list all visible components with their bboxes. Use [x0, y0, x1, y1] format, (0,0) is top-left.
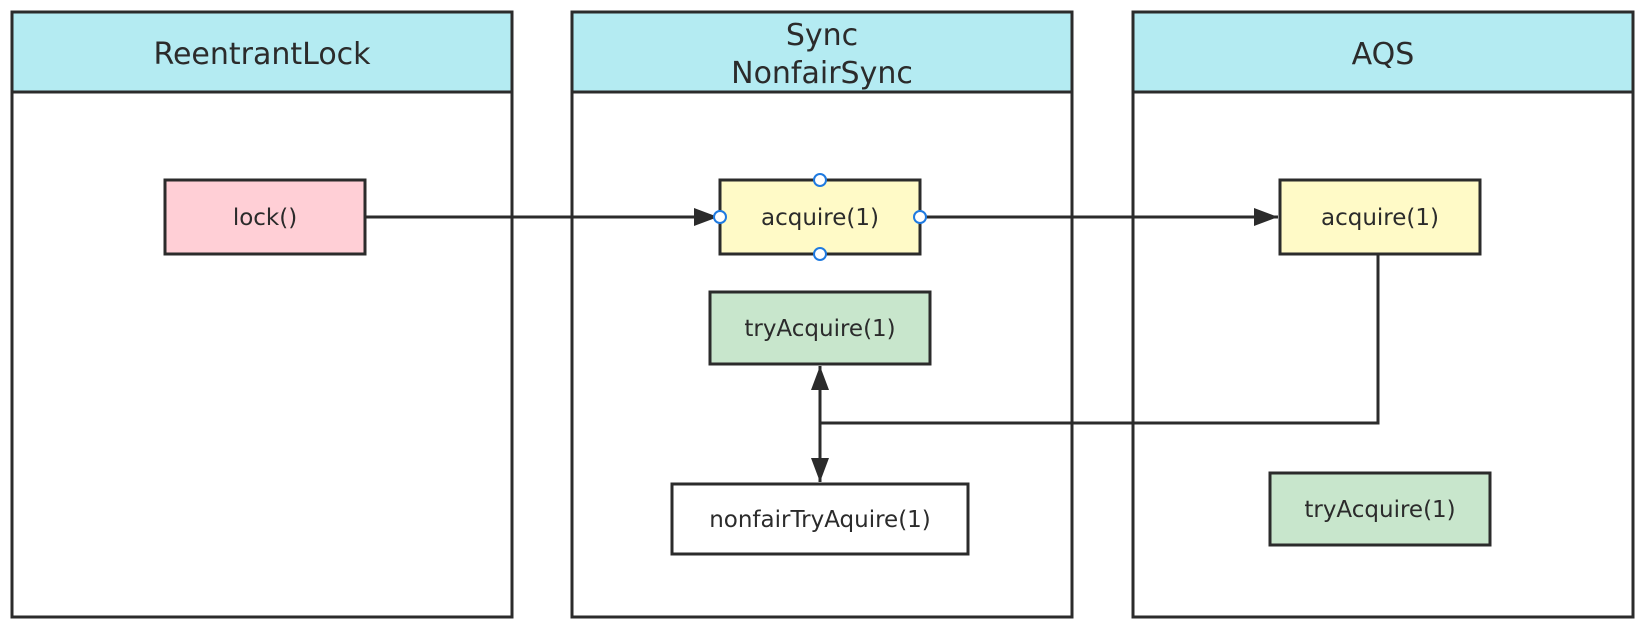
lane-sync-title-line2: NonfairSync — [731, 56, 913, 91]
lane-reentrantlock-title: ReentrantLock — [153, 37, 371, 72]
node-lock-label: lock() — [233, 205, 297, 231]
node-sync-try-acquire-label: tryAcquire(1) — [744, 316, 895, 342]
lane-aqs-header — [1131, 10, 1635, 94]
node-aqs-try-acquire-box[interactable] — [1268, 471, 1492, 547]
lane-reentrantlock-body — [10, 10, 514, 619]
node-aqs-try-acquire[interactable]: tryAcquire(1) — [1268, 471, 1492, 547]
edge-aqs-acquire-return — [820, 255, 1380, 425]
node-aqs-acquire[interactable]: acquire(1) — [1278, 178, 1482, 256]
node-aqs-acquire-box[interactable] — [1278, 178, 1482, 256]
node-nonfair-try-aquire-label: nonfairTryAquire(1) — [709, 507, 931, 533]
node-aqs-acquire-label: acquire(1) — [1321, 205, 1439, 231]
node-lock[interactable]: lock() — [163, 178, 367, 256]
connection-handle-right[interactable] — [913, 210, 927, 224]
lane-sync-header — [570, 10, 1074, 94]
node-sync-acquire-box[interactable] — [718, 178, 922, 256]
lane-sync-title-line1: Sync — [786, 18, 858, 53]
node-nonfair-try-aquire[interactable]: nonfairTryAquire(1) — [670, 482, 970, 556]
node-sync-try-acquire[interactable]: tryAcquire(1) — [708, 290, 932, 366]
connection-handle-left[interactable] — [713, 210, 727, 224]
node-nonfair-try-aquire-box[interactable] — [670, 482, 970, 556]
connection-handle-top[interactable] — [813, 173, 827, 187]
node-sync-acquire[interactable]: acquire(1) — [713, 173, 927, 261]
lane-reentrantlock-header — [10, 10, 514, 94]
node-sync-acquire-label: acquire(1) — [761, 205, 879, 231]
node-aqs-try-acquire-label: tryAcquire(1) — [1304, 497, 1455, 523]
lane-aqs-title: AQS — [1352, 37, 1415, 72]
node-lock-box[interactable] — [163, 178, 367, 256]
node-sync-try-acquire-box[interactable] — [708, 290, 932, 366]
connection-handle-bottom[interactable] — [813, 247, 827, 261]
lane-reentrantlock: ReentrantLock — [10, 10, 514, 619]
lane-aqs: AQS — [1131, 10, 1635, 619]
